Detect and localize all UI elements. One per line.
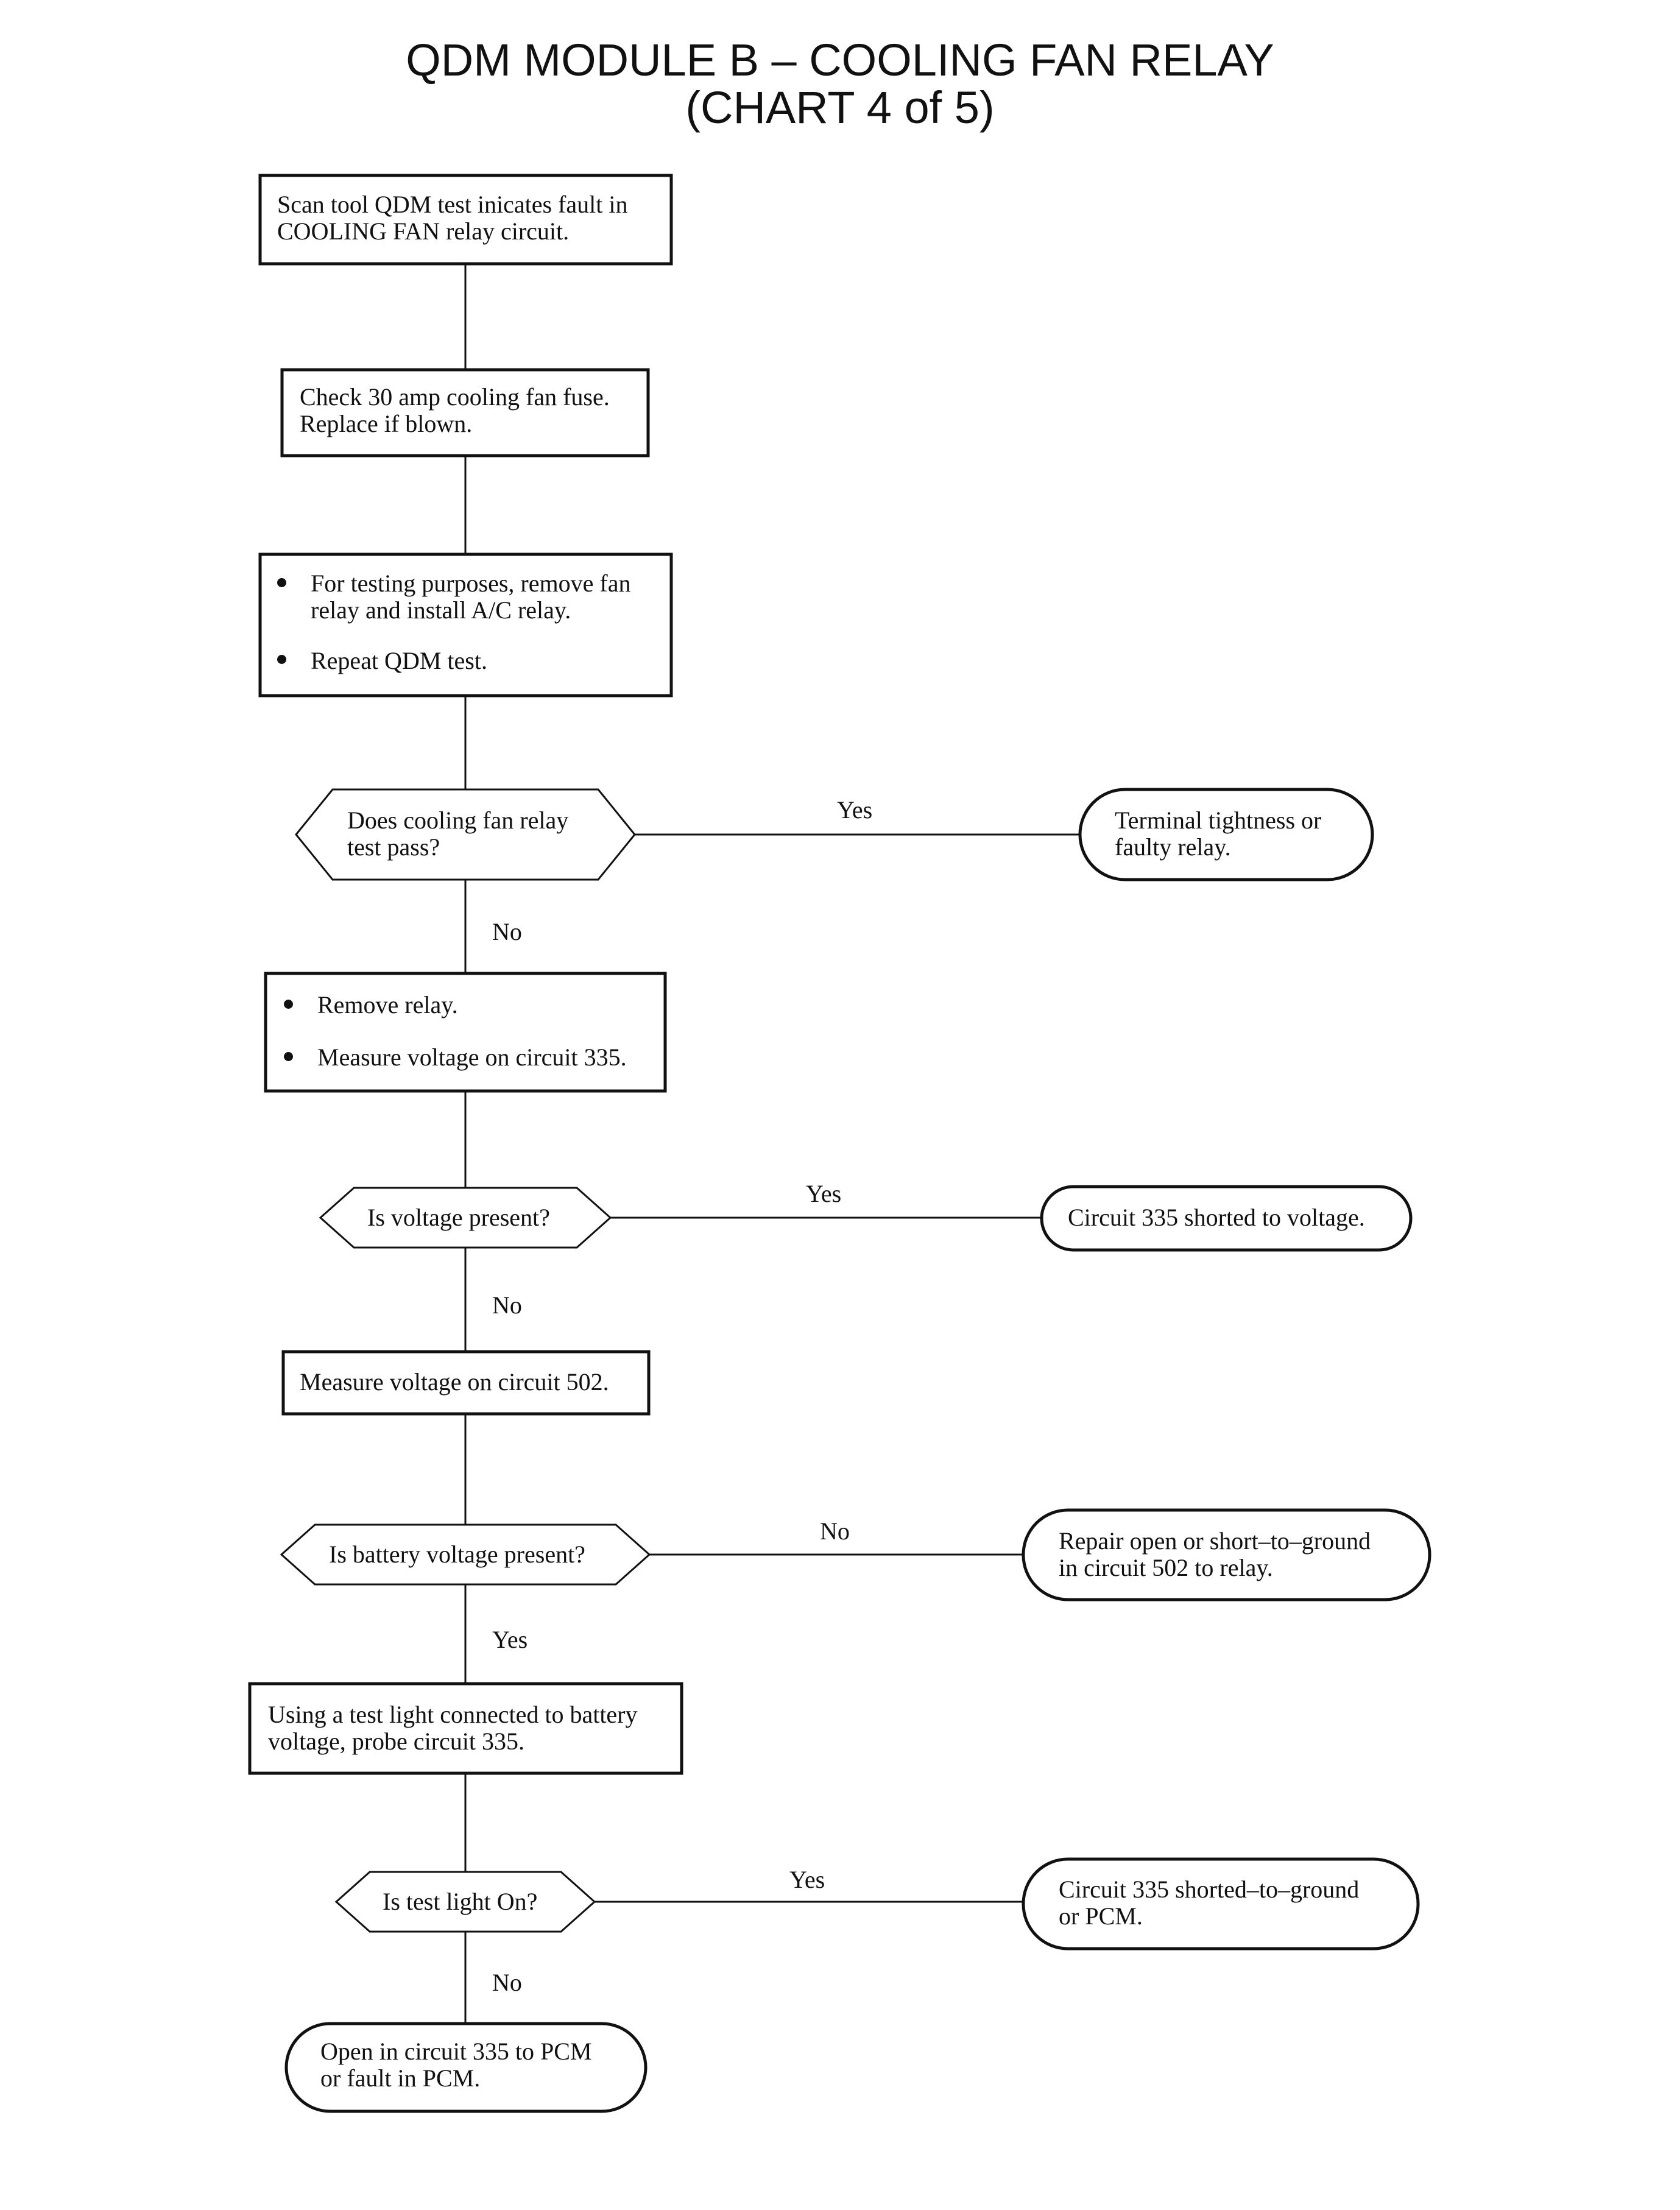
q-voltage-text: Is voltage present? <box>367 1204 550 1231</box>
swap-text-1a: For testing purposes, remove fan <box>311 570 631 597</box>
end-text-line2: or fault in PCM. <box>320 2064 481 2092</box>
q-relay-no-label: No <box>492 918 522 945</box>
swap-box <box>258 552 673 697</box>
swap-bullet-1 <box>277 578 286 587</box>
r-relay-terminal <box>1078 788 1374 881</box>
measure335-box <box>264 972 667 1093</box>
q-relay-text-line2: test pass? <box>347 833 440 861</box>
q-relay-yes-label: Yes <box>837 796 873 824</box>
r-voltage-terminal <box>1040 1185 1413 1252</box>
q-battery-yes-label: Yes <box>492 1626 528 1653</box>
q-battery-no-label: No <box>820 1517 850 1545</box>
q-relay-decision <box>295 788 636 881</box>
fuse-text-line2: Replace if blown. <box>300 410 473 437</box>
q-relay-text-line1: Does cooling fan relay <box>347 807 569 834</box>
measure335-bullet-1 <box>284 1000 293 1009</box>
swap-bullet-2 <box>277 655 286 664</box>
r-light-terminal <box>1022 1857 1420 1951</box>
fuse-text-line1: Check 30 amp cooling fan fuse. <box>300 383 610 411</box>
start-text-line2: COOLING FAN relay circuit. <box>277 217 570 245</box>
r-relay-text-line1: Terminal tightness or <box>1115 807 1322 834</box>
q-light-no-label: No <box>492 1969 522 1996</box>
swap-text-1b: relay and install A/C relay. <box>311 596 571 624</box>
r-battery-terminal <box>1022 1508 1431 1601</box>
measure502-box <box>281 1350 651 1416</box>
q-voltage-decision <box>319 1187 612 1249</box>
probe-text-line1: Using a test light connected to battery <box>268 1701 638 1728</box>
measure502-text: Measure voltage on circuit 502. <box>300 1368 609 1396</box>
q-light-yes-label: Yes <box>789 1866 825 1893</box>
q-battery-text: Is battery voltage present? <box>329 1541 585 1568</box>
start-text-line1: Scan tool QDM test inicates fault in <box>277 191 628 218</box>
probe-text-line2: voltage, probe circuit 335. <box>268 1728 524 1755</box>
r-battery-text-line1: Repair open or short–to–ground <box>1059 1527 1371 1555</box>
swap-text-2: Repeat QDM test. <box>311 647 487 674</box>
fuse-box <box>280 368 650 457</box>
r-light-text-line1: Circuit 335 shorted–to–ground <box>1059 1876 1360 1903</box>
end-terminal <box>284 2022 648 2113</box>
r-battery-text-line2: in circuit 502 to relay. <box>1059 1554 1273 1581</box>
chart-title: QDM MODULE B – COOLING FAN RELAY <box>406 35 1274 85</box>
q-battery-decision <box>280 1523 651 1586</box>
q-light-text: Is test light On? <box>383 1888 538 1915</box>
probe-box <box>248 1682 683 1775</box>
measure335-text-2: Measure voltage on circuit 335. <box>317 1043 627 1071</box>
r-relay-text-line2: faulty relay. <box>1115 833 1231 861</box>
r-light-text-line2: or PCM. <box>1059 1902 1143 1930</box>
q-voltage-yes-label: Yes <box>806 1180 842 1207</box>
chart-subtitle: (CHART 4 of 5) <box>685 82 995 133</box>
measure335-text-1: Remove relay. <box>317 991 458 1019</box>
r-voltage-text: Circuit 335 shorted to voltage. <box>1068 1204 1365 1231</box>
end-text-line1: Open in circuit 335 to PCM <box>320 2038 592 2065</box>
q-light-decision <box>334 1871 596 1933</box>
start-box <box>258 174 673 266</box>
measure335-bullet-2 <box>284 1052 293 1061</box>
q-voltage-no-label: No <box>492 1291 522 1319</box>
